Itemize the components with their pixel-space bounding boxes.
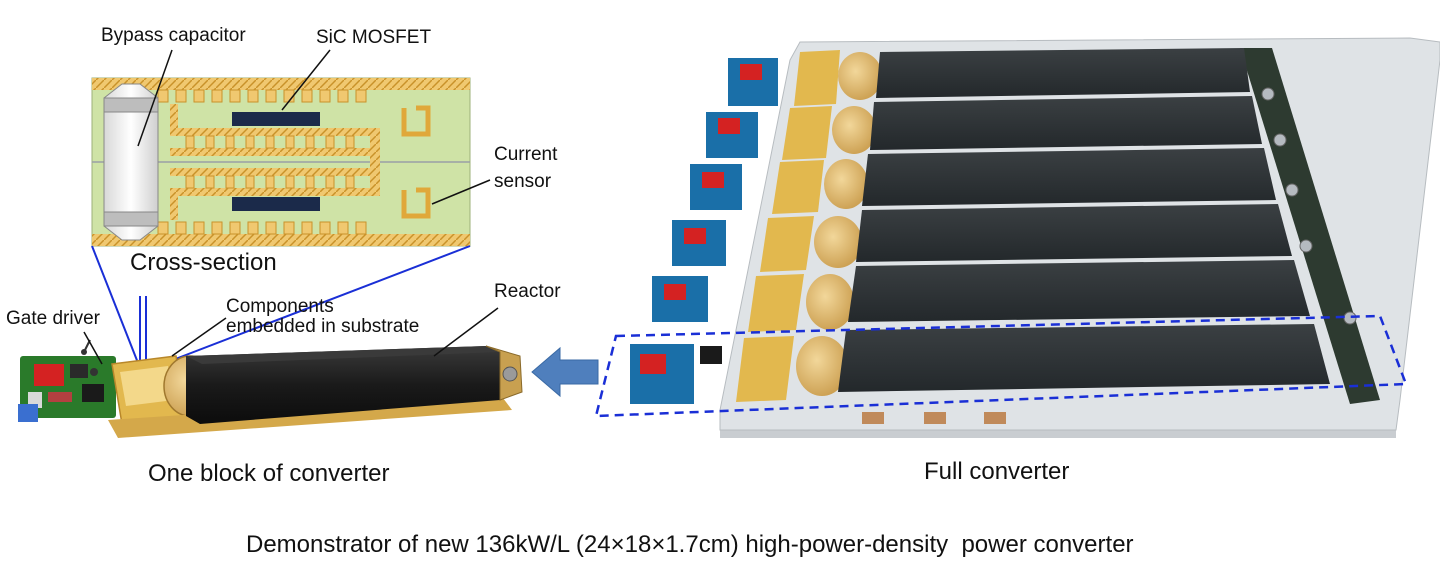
cross-section-illustration — [91, 49, 491, 247]
sic-mosfet-chip-bottom — [232, 197, 320, 211]
bottom-copper-layer — [92, 234, 470, 246]
bypass-capacitor-shape — [103, 83, 159, 241]
label-gate-driver: Gate driver — [6, 308, 100, 329]
label-current-sensor-line2: sensor — [494, 171, 552, 192]
gold-discs — [736, 50, 882, 402]
reactor-panels — [838, 48, 1330, 392]
label-components-line2: embedded in substrate — [226, 316, 420, 337]
label-bypass-capacitor: Bypass capacitor — [101, 25, 246, 46]
gate-driver-board — [18, 339, 116, 422]
driver-boards — [630, 58, 778, 404]
label-cross-section: Cross-section — [130, 249, 277, 276]
label-full-converter: Full converter — [924, 458, 1070, 485]
sic-mosfet-chip-top — [232, 112, 320, 126]
reactor-shape — [186, 345, 523, 424]
left-arrow — [531, 346, 599, 398]
inner-traces — [170, 104, 380, 220]
label-reactor: Reactor — [494, 281, 561, 302]
via-row-bottom — [157, 221, 367, 235]
figure-caption: Demonstrator of new 136kW/L (24×18×1.7cm… — [246, 531, 1134, 558]
label-current-sensor-line1: Current — [494, 144, 558, 165]
one-block-illustration — [18, 307, 523, 438]
screws — [1261, 87, 1357, 325]
zoom-lines — [91, 245, 471, 369]
label-one-block: One block of converter — [148, 460, 390, 487]
top-copper-layer — [92, 78, 470, 90]
current-sensor-shapes — [401, 105, 431, 219]
full-converter-illustration — [594, 37, 1440, 438]
via-row-top — [157, 89, 367, 103]
label-components-line1: Components — [226, 296, 334, 317]
label-sic-mosfet: SiC MOSFET — [316, 27, 432, 48]
